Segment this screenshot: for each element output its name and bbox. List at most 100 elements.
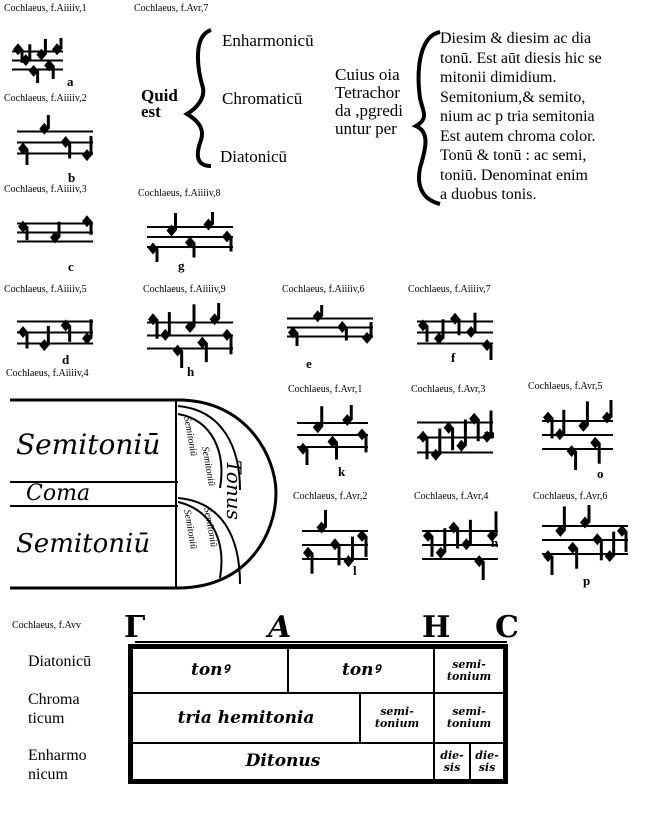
note-head: [343, 555, 354, 568]
music-figure-e: [285, 305, 375, 350]
note-head: [172, 344, 183, 357]
notation-glyphs: [297, 405, 368, 465]
figure-label: c: [68, 259, 74, 274]
table-cell: tonꝰ: [287, 647, 435, 694]
note-head: [60, 135, 71, 148]
notation-glyphs: [542, 505, 628, 575]
note-head: [592, 533, 603, 546]
note-head: [327, 435, 338, 448]
arc-left-label: Semitoniū: [16, 428, 161, 461]
notation-glyphs: [147, 212, 233, 262]
music-figure-b: [15, 115, 95, 170]
notation-glyphs: [17, 319, 93, 352]
music-figure-p: [540, 505, 630, 575]
row-label: Chroma ticum: [28, 690, 80, 728]
table-cell: semi-tonium: [359, 692, 435, 744]
note-head: [617, 524, 627, 537]
notation-glyphs: [417, 410, 493, 461]
row-label-line: Chroma: [28, 691, 80, 708]
left-brace: [183, 28, 212, 168]
letter-gamma: Γ: [124, 610, 146, 645]
note-head: [18, 142, 28, 155]
caption: Cochlaeus, f.Aiiiiv,2: [4, 93, 87, 104]
note-head: [312, 310, 323, 323]
caption: Cochlaeus, f.Avr,4: [414, 491, 489, 502]
note-head: [578, 419, 589, 432]
row-label-line: ticum: [28, 710, 65, 727]
note-head: [566, 445, 577, 458]
note-head: [82, 332, 92, 345]
figure-label: m: [484, 426, 495, 441]
note-head: [60, 319, 71, 332]
caption: Cochlaeus, f.Aiiiiv,8: [138, 188, 221, 199]
definition-text: Diesim & diesim ac dia tonū. Est aūt die…: [440, 29, 602, 205]
note-head: [50, 231, 60, 244]
text-line: Est autem chroma color.: [440, 127, 596, 145]
figure-label: f: [451, 350, 456, 365]
music-figure-n: [420, 510, 500, 580]
note-head: [39, 339, 50, 352]
notation-glyphs: [12, 38, 63, 83]
note-head: [469, 412, 480, 425]
notation-glyphs: [422, 511, 498, 580]
note-head: [82, 149, 92, 162]
caption: Cochlaeus, f.Aiiiiv,9: [143, 284, 226, 295]
caption: Cochlaeus, f.Aiiiiv,4: [6, 368, 89, 379]
note-head: [209, 313, 220, 326]
middle-line: untur per: [335, 119, 397, 138]
figure-label: l: [353, 563, 357, 578]
letter-c: C: [495, 610, 519, 645]
notation-glyphs: [302, 510, 368, 574]
figure-label: d: [62, 352, 70, 367]
music-figure-m: [415, 400, 495, 475]
caption: Cochlaeus, f.Aiiiiv,6: [282, 284, 365, 295]
note-head: [430, 448, 441, 461]
figure-label: p: [583, 573, 591, 588]
note-head: [604, 550, 615, 563]
figure-label: e: [306, 356, 312, 371]
table-cell: semi-tonium: [433, 647, 505, 694]
text-line: a duobus tonis.: [440, 186, 537, 203]
text-line: tonū. Est aūt diesis hic se: [440, 49, 602, 67]
caption: Cochlaeus, f.Aiiiiv,3: [4, 184, 87, 195]
figure-label: g: [178, 258, 185, 273]
middle-line: Cuius oia: [335, 65, 400, 84]
caption: Cochlaeus, f.Aiiiiv,7: [408, 284, 491, 295]
notation-glyphs: [17, 115, 93, 166]
table-cell: die-sis: [433, 742, 471, 781]
note-head: [456, 439, 467, 452]
note-head: [288, 326, 298, 339]
table-cell: die-sis: [469, 742, 505, 781]
row-label: Enharmo nicum: [28, 746, 87, 784]
question-line: est: [141, 102, 161, 121]
figure-label: b: [68, 170, 76, 185]
top-line: [135, 641, 507, 643]
arc-right-label: Tonus: [222, 460, 246, 520]
caption: Cochlaeus, f.Avr,5: [528, 381, 603, 392]
note-head: [435, 546, 446, 559]
caption: Cochlaeus, f.Avv: [12, 620, 81, 631]
row-label-line: Enharmo: [28, 747, 87, 764]
text-line: Semitonium,& semito,: [440, 88, 586, 106]
music-figure-h: [145, 303, 235, 368]
text-line: Diesim & diesim ac dia: [440, 30, 592, 47]
music-figure-l: [300, 510, 370, 580]
note-head: [222, 328, 232, 341]
genus-item: Diatonicū: [220, 147, 288, 166]
note-head: [337, 321, 348, 334]
arc-left-label: Semitoniū: [16, 529, 151, 559]
note-head: [443, 421, 454, 434]
note-head: [185, 321, 195, 334]
note-head: [160, 328, 171, 341]
genus-item: Enharmonicū: [222, 31, 314, 50]
table-cell: tria hemitonia: [131, 692, 361, 744]
note-head: [555, 524, 566, 537]
caption: Cochlaeus, f.Avr,1: [288, 384, 363, 395]
caption: Cochlaeus, f.Avr,7: [134, 3, 209, 14]
question-text: Quid est: [141, 87, 178, 121]
note-head: [28, 64, 39, 77]
notation-glyphs: [17, 215, 93, 244]
note-head: [567, 541, 578, 554]
note-head: [590, 436, 601, 449]
